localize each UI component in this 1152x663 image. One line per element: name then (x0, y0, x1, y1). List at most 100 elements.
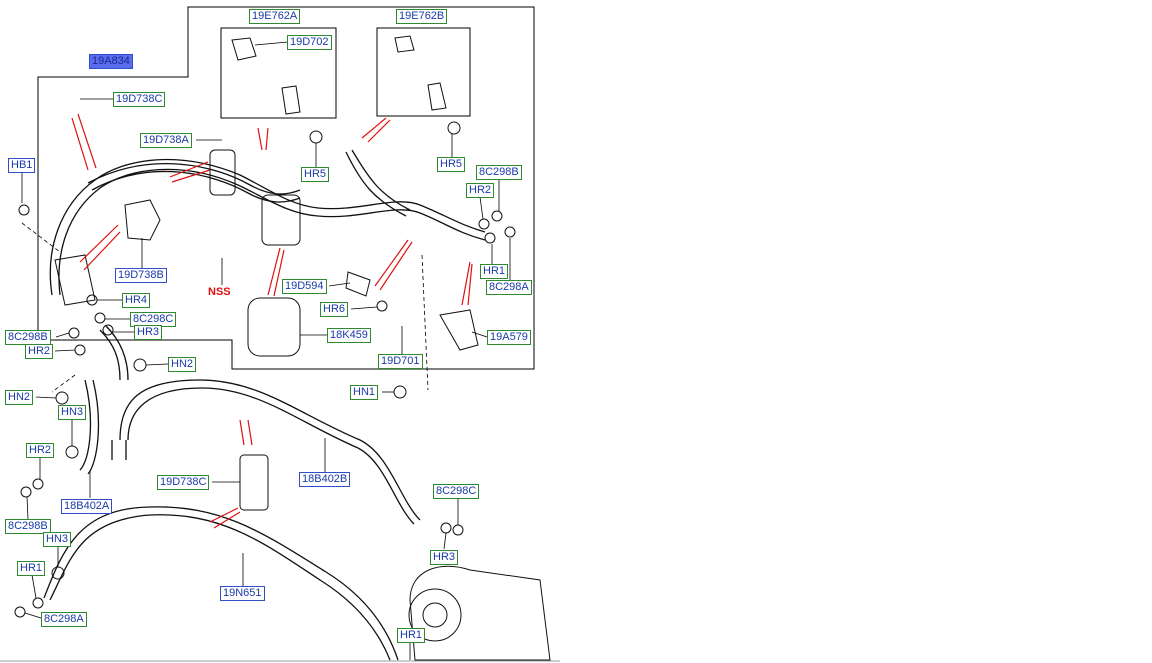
label-19D701[interactable]: 19D701 (378, 354, 423, 369)
label-HR2-left[interactable]: HR2 (25, 344, 54, 359)
oring-hr3-low (440, 522, 452, 534)
label-HN2-mid[interactable]: HN2 (168, 357, 197, 372)
oring-hr1-left (32, 597, 44, 609)
callouts (71, 113, 473, 529)
label-19D702[interactable]: 19D702 (287, 35, 332, 50)
label-19D738A[interactable]: 19D738A (140, 133, 192, 148)
sensor-19E762A-body (281, 85, 301, 115)
pipe-to-right-b (345, 151, 407, 217)
receiver-drier-19D738A (209, 149, 236, 196)
block-19D738C (239, 454, 269, 511)
upper-hose-b (91, 170, 301, 203)
left-hose-b (87, 379, 100, 475)
upper-hose-a (87, 162, 301, 195)
components (14, 35, 551, 661)
lower-hose-a (119, 379, 421, 521)
label-19D738B[interactable]: 19D738B (115, 268, 167, 283)
bracket-19A579 (439, 309, 479, 351)
label-19E762A[interactable]: 19E762A (249, 9, 301, 24)
label-8C298B-low[interactable]: 8C298B (5, 519, 51, 534)
oring-hr2-low (32, 478, 44, 490)
bolt-8c298a-right (504, 226, 516, 238)
nut-hn1 (393, 385, 407, 399)
condenser-block (261, 194, 301, 246)
label-HN3-top[interactable]: HN3 (58, 405, 87, 420)
bolt-8c298a-low (14, 606, 26, 618)
mount-18K459 (247, 297, 301, 357)
oring-hr2-right (478, 218, 490, 230)
label-19E762B[interactable]: 19E762B (396, 9, 448, 24)
label-HR4[interactable]: HR4 (122, 293, 151, 308)
label-HR6[interactable]: HR6 (320, 302, 349, 317)
compressor-pulley-inner (422, 602, 448, 628)
leaders (21, 41, 511, 660)
label-19N651[interactable]: 19N651 (220, 586, 265, 601)
inset-frame-b (376, 27, 471, 117)
label-8C298B-right[interactable]: 8C298B (476, 165, 522, 180)
label-8C298A-right[interactable]: 8C298A (486, 280, 532, 295)
lower-hose-c (111, 440, 127, 460)
short-pipe-mid (99, 329, 121, 381)
main-frame (37, 6, 535, 370)
long-hose-b (43, 506, 399, 661)
label-HN1[interactable]: HN1 (350, 385, 379, 400)
sensor-19D702 (231, 37, 257, 61)
label-19D738C-top[interactable]: 19D738C (113, 92, 166, 107)
label-HN2-left[interactable]: HN2 (5, 390, 34, 405)
bolt-8c298c-low (452, 524, 464, 536)
label-HR5-right[interactable]: HR5 (437, 157, 466, 172)
label-8C298C-mid[interactable]: 8C298C (130, 312, 177, 327)
label-19D594[interactable]: 19D594 (282, 279, 327, 294)
label-18B402B[interactable]: 18B402B (299, 472, 351, 487)
oring-hr1-right (484, 232, 496, 244)
nut-hn3-top (65, 445, 79, 459)
long-hose-a (49, 514, 391, 661)
label-HR1-left[interactable]: HR1 (17, 561, 46, 576)
label-HN3-low[interactable]: HN3 (43, 532, 72, 547)
label-HR1-right[interactable]: HR1 (480, 264, 509, 279)
bolt-8c298c-mid (94, 312, 106, 324)
label-HR3-mid[interactable]: HR3 (134, 325, 163, 340)
sensor-19E762B-body (427, 82, 447, 111)
label-NSS: NSS (208, 286, 231, 298)
label-19A834[interactable]: 19A834 (89, 54, 133, 69)
label-8C298A-low[interactable]: 8C298A (41, 612, 87, 627)
short-pipe-mid-2 (105, 325, 129, 381)
label-HR2-low[interactable]: HR2 (26, 443, 55, 458)
nut-hn2-mid (133, 358, 147, 372)
bolt-8c298b-left (68, 327, 80, 339)
label-18K459[interactable]: 18K459 (327, 328, 371, 343)
label-8C298B-left[interactable]: 8C298B (5, 330, 51, 345)
label-HR5-left[interactable]: HR5 (301, 167, 330, 182)
label-HR2-right[interactable]: HR2 (466, 183, 495, 198)
left-hose-a (79, 379, 92, 471)
oring-hr5-right (447, 121, 461, 135)
label-19A579[interactable]: 19A579 (487, 330, 531, 345)
bolt-hb1 (18, 204, 30, 216)
inset-frame-a (220, 27, 337, 119)
nut-hn2-left (55, 391, 69, 405)
pipe-to-right-a (351, 149, 411, 211)
compressor-pulley (408, 588, 462, 642)
valve-block-19D738B (124, 199, 161, 241)
lower-hose-b (127, 387, 415, 525)
compressor (409, 565, 551, 661)
oring-hr5-left (309, 130, 323, 144)
label-18B402A[interactable]: 18B402A (61, 499, 113, 514)
frames (0, 6, 560, 662)
label-19D738C-low[interactable]: 19D738C (157, 475, 210, 490)
label-HB1[interactable]: HB1 (8, 158, 36, 173)
hoses (43, 149, 486, 661)
label-8C298C-low[interactable]: 8C298C (433, 484, 480, 499)
sensor-19D594 (345, 271, 371, 297)
label-HR1-bottom[interactable]: HR1 (397, 628, 426, 643)
oring-hr2-left (74, 344, 86, 356)
sensor-19E762B (394, 35, 415, 53)
bolt-8c298b-low (20, 486, 32, 498)
oring-hr3 (102, 324, 114, 336)
main-hose-inner (58, 168, 486, 296)
oring-hr6 (376, 300, 388, 312)
label-HR3-low[interactable]: HR3 (430, 550, 459, 565)
bolt-8c298b-right (491, 210, 503, 222)
